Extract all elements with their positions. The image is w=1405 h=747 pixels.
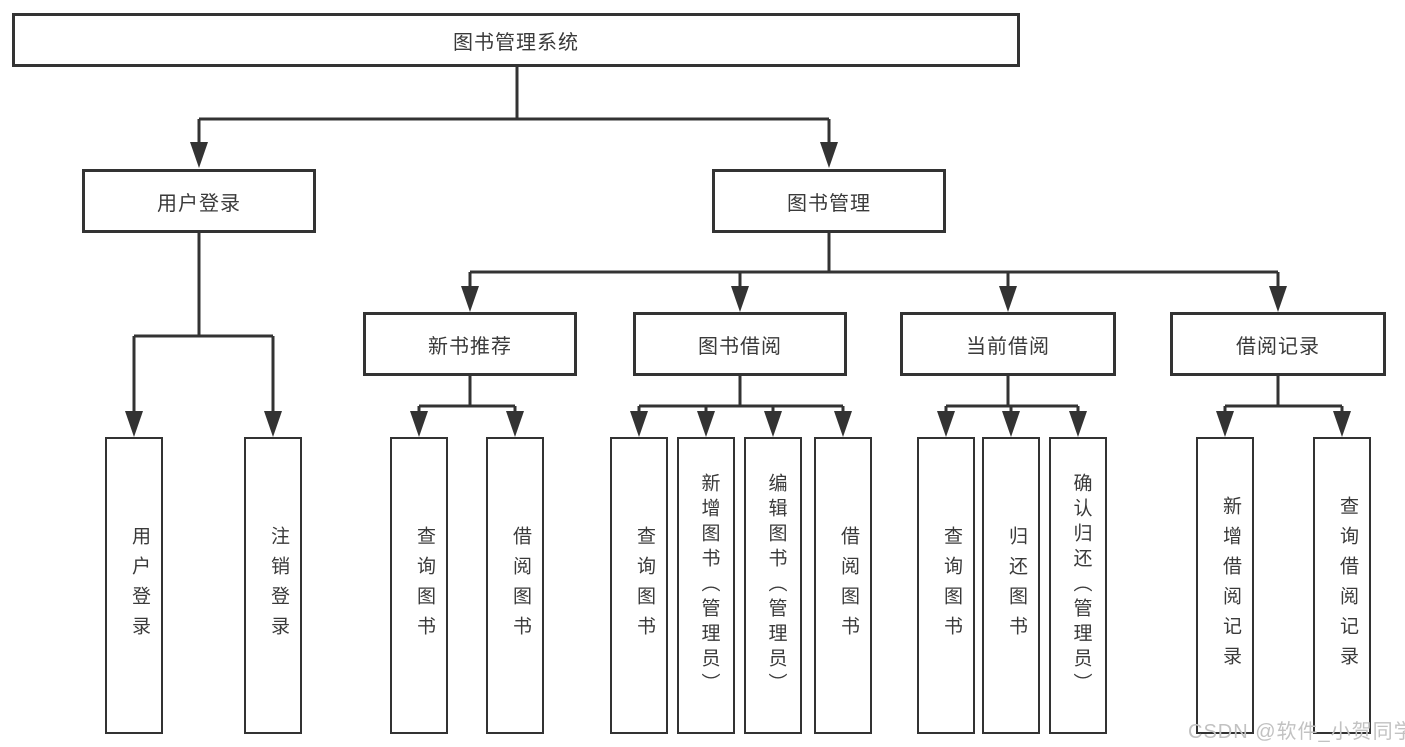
node-newbook-query-books: 查询图书	[390, 437, 448, 734]
node-current-return-books: 归还图书	[982, 437, 1040, 734]
node-records-add-borrow-record: 新增借阅记录	[1196, 437, 1254, 734]
node-leaf-logout: 注销登录	[244, 437, 302, 734]
node-records-query-borrow-record: 查询借阅记录	[1313, 437, 1371, 734]
node-new-book-recommend: 新书推荐	[363, 312, 577, 376]
node-book-management: 图书管理	[712, 169, 946, 233]
node-current-borrow: 当前借阅	[900, 312, 1116, 376]
node-bookborrow-query-books: 查询图书	[610, 437, 668, 734]
node-newbook-borrow-books: 借阅图书	[486, 437, 544, 734]
arrowheads	[125, 142, 1351, 437]
node-bookborrow-add-books-admin: 新增图书（管理员）	[677, 437, 735, 734]
watermark: CSDN @软件_小贺同学	[1188, 721, 1405, 743]
node-root: 图书管理系统	[12, 13, 1020, 67]
node-book-borrow: 图书借阅	[633, 312, 847, 376]
node-current-query-books: 查询图书	[917, 437, 975, 734]
node-leaf-user-login: 用户登录	[105, 437, 163, 734]
node-bookborrow-borrow-books: 借阅图书	[814, 437, 872, 734]
node-user-login: 用户登录	[82, 169, 316, 233]
node-current-confirm-return-admin: 确认归还（管理员）	[1049, 437, 1107, 734]
node-borrow-records: 借阅记录	[1170, 312, 1386, 376]
node-bookborrow-edit-books-admin: 编辑图书（管理员）	[744, 437, 802, 734]
